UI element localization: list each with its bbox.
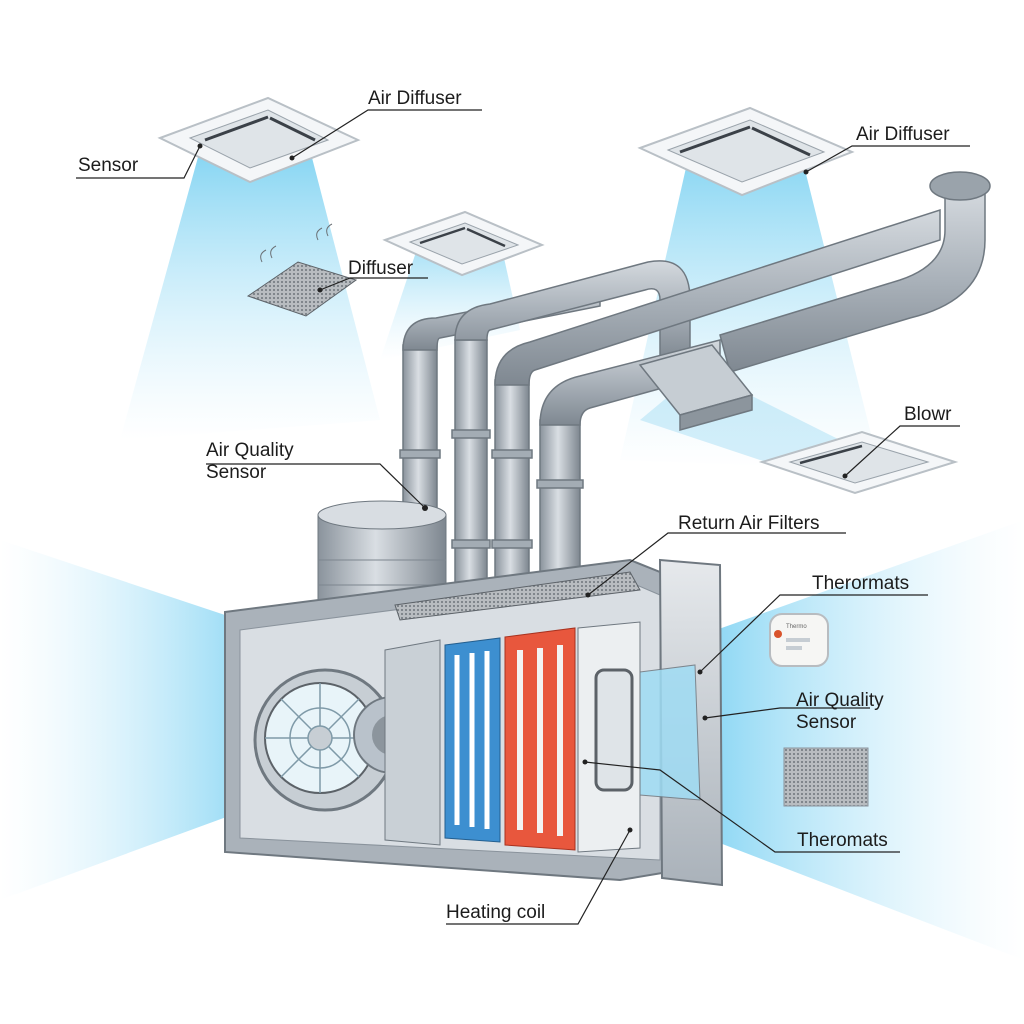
- mesh-diffuser-panel: [246, 223, 358, 317]
- label-air-quality-sensor-left: Air Quality Sensor: [206, 440, 294, 483]
- label-blower: Blowr: [904, 404, 952, 425]
- leader-blower: [844, 425, 960, 477]
- filter-swatch: [783, 747, 869, 807]
- label-theromats-bottom: Theromats: [797, 830, 888, 851]
- leader-aq-sensor-left: [206, 463, 426, 509]
- leader-return-air-filters: [587, 532, 846, 596]
- leader-theromats-bottom: [584, 761, 900, 853]
- leader-arrowheads: [197, 143, 848, 833]
- airflow-unit-right: [660, 520, 1024, 960]
- leader-lines: [76, 109, 970, 925]
- label-air-diffuser-left: Air Diffuser: [368, 88, 462, 109]
- thermostat-device: Thermo: [769, 613, 829, 667]
- label-therormats-top: Therormats: [812, 573, 910, 594]
- air-diffuser-left: [157, 96, 361, 184]
- leader-heating-coil: [446, 829, 631, 925]
- air-handler-unit: [224, 558, 724, 887]
- label-sensor: Sensor: [78, 155, 139, 176]
- leader-air-diffuser-right: [805, 145, 970, 173]
- leader-diffuser: [319, 277, 428, 291]
- label-return-air-filters: Return Air Filters: [678, 513, 820, 534]
- leader-sensor: [76, 145, 201, 179]
- air-diffuser-center: [382, 210, 545, 277]
- label-air-quality-sensor-right: Air Quality Sensor: [796, 690, 884, 733]
- leader-aq-sensor-right: [704, 707, 870, 719]
- label-diffuser: Diffuser: [348, 258, 414, 279]
- air-diffuser-right: [637, 106, 855, 197]
- thermostat-device-text: Thermo: [786, 624, 807, 630]
- leader-air-diffuser-left: [291, 109, 482, 159]
- ductwork: [399, 171, 991, 596]
- leader-therormats-top: [699, 594, 928, 673]
- label-heating-coil: Heating coil: [446, 902, 546, 923]
- label-air-diffuser-right: Air Diffuser: [856, 124, 950, 145]
